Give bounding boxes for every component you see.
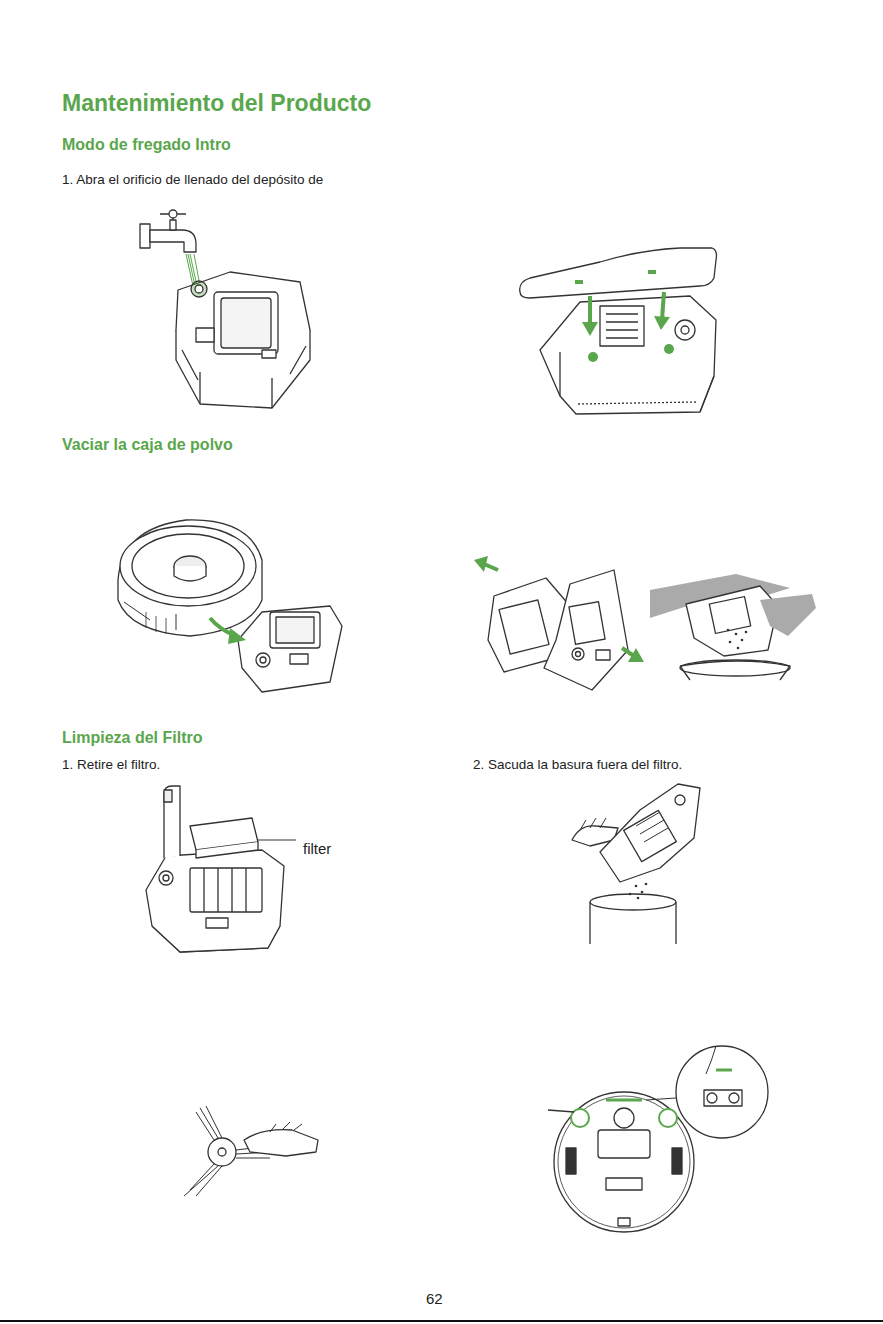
water-tank (176, 272, 310, 408)
trash-bin (680, 629, 790, 680)
side-brush (184, 1106, 318, 1196)
step-text: 1. Retire el filtro. (62, 757, 442, 773)
step-text: 2. Sacuda la basura fuera del filtro. (473, 757, 863, 773)
emptying-hands (650, 574, 816, 656)
filter-tank-tilted (600, 784, 700, 882)
filter (190, 818, 296, 858)
tank-lid (520, 248, 717, 298)
insert-arrows (582, 292, 670, 336)
step-text: 1. Abra el orificio de llenado del depós… (62, 172, 462, 188)
section-heading: Vaciar la caja de polvo (62, 435, 462, 454)
page-number: 62 (426, 1290, 466, 1308)
filter-housing (146, 786, 284, 952)
page-title: Mantenimiento del Producto (62, 90, 762, 118)
robot-underside (548, 1046, 768, 1232)
tank-body (540, 296, 716, 414)
remove-arrow (210, 618, 246, 644)
dust-box (238, 606, 342, 692)
section-heading: Modo de fregado Intro (62, 135, 462, 154)
trash-bin (590, 883, 676, 944)
part-label: filter (303, 840, 383, 858)
section-heading: Limpieza del Filtro (62, 728, 462, 747)
page-rule (0, 1320, 883, 1322)
robot-vacuum (118, 520, 262, 636)
open-arrows (474, 556, 644, 662)
faucet (140, 210, 196, 252)
open-dust-box (488, 570, 628, 690)
